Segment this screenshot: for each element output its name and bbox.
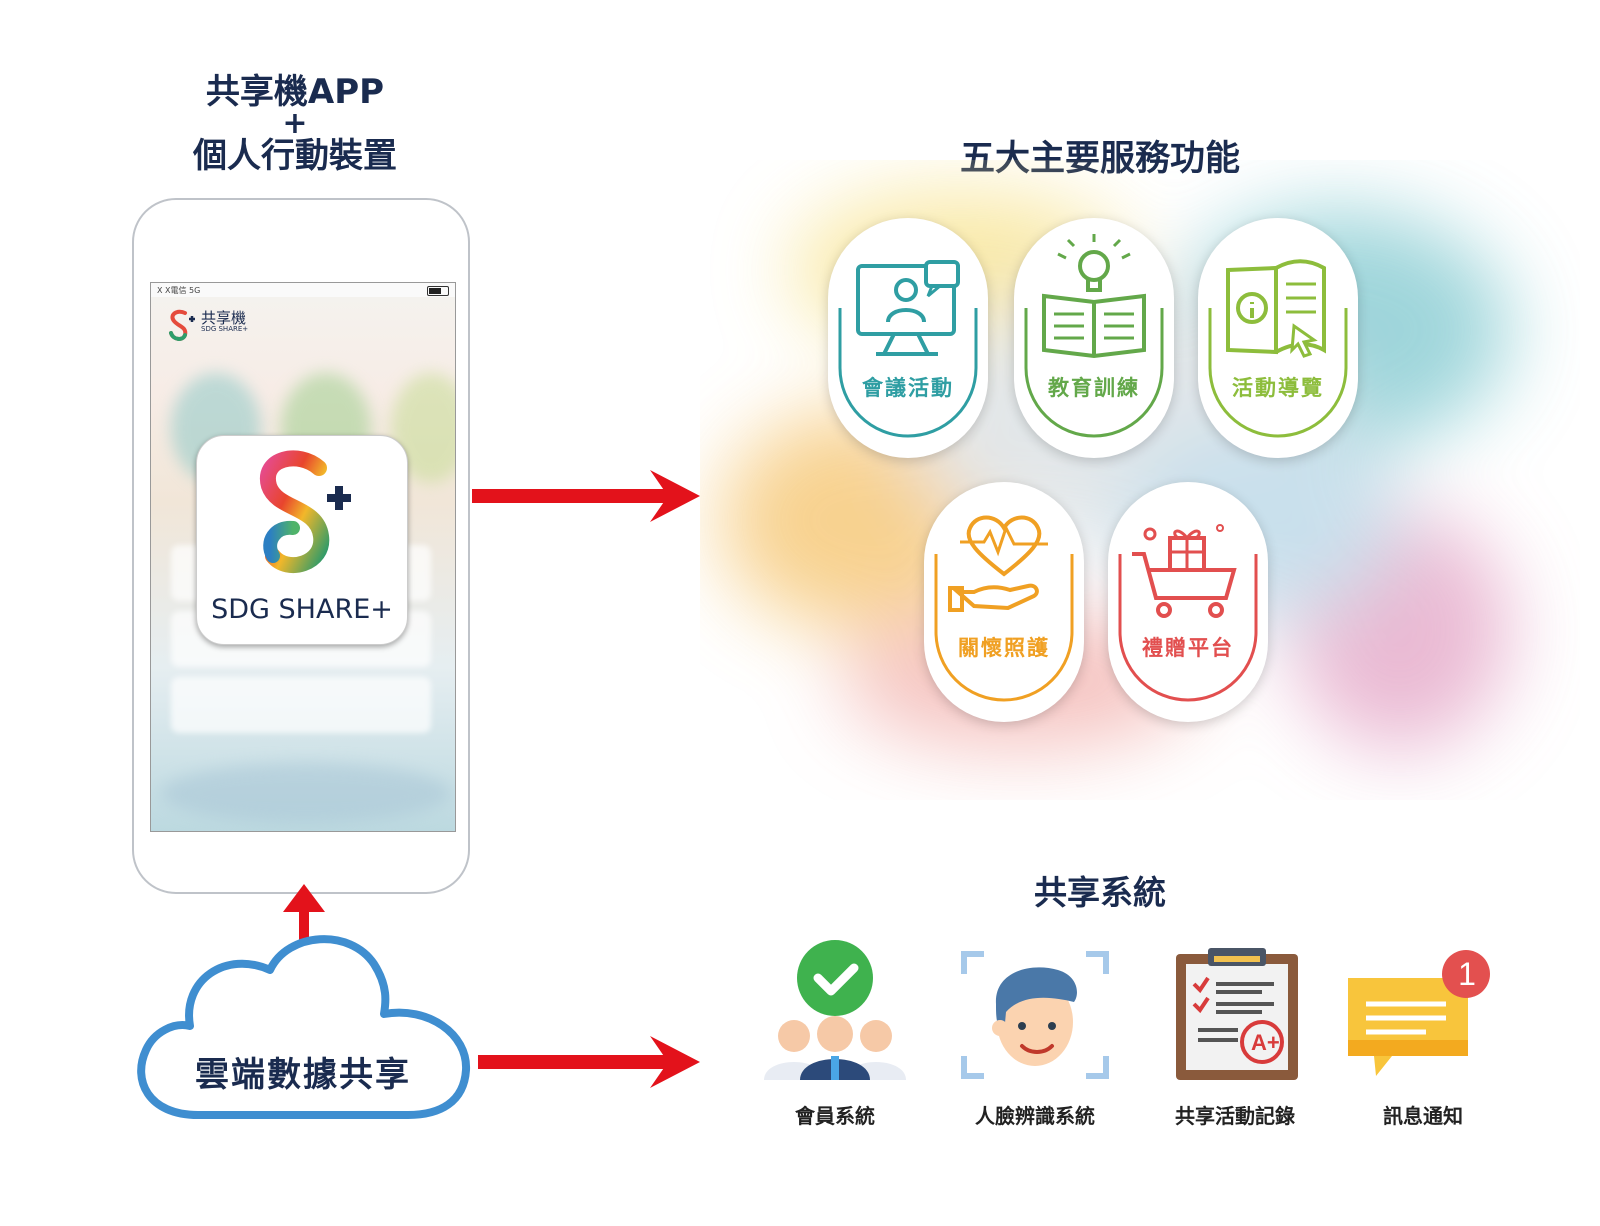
service-label: 活動導覽 xyxy=(1232,376,1324,400)
app-heading-line2: 個人行動裝置 xyxy=(193,136,397,176)
clipboard-record-icon: A+ xyxy=(1176,948,1298,1080)
phone-logo-subtext: SDG SHARE+ xyxy=(201,325,249,333)
app-icon-label: SDG SHARE+ xyxy=(211,594,393,625)
arrow-cloud-to-shared xyxy=(478,1036,700,1088)
app-heading-plus: + xyxy=(282,106,308,141)
blurred-card-3 xyxy=(171,677,431,733)
sdg-share-logo-icon xyxy=(259,450,351,573)
service-label: 會議活動 xyxy=(862,376,954,400)
service-label: 教育訓練 xyxy=(1048,376,1140,400)
face-recognition-icon xyxy=(961,951,1109,1079)
shared-system-label: 訊息通知 xyxy=(1383,1104,1463,1128)
service-gift-icon xyxy=(1118,524,1258,702)
services-heading: 五大主要服務功能 xyxy=(959,139,1240,179)
shared-system-label: 會員系統 xyxy=(795,1104,875,1128)
app-heading: 共享機APP + 個人行動裝置 xyxy=(130,75,460,173)
service-guide-icon xyxy=(1208,259,1348,438)
message-notification-icon xyxy=(1348,950,1490,1076)
service-gift[interactable]: 禮贈平台 xyxy=(1108,482,1268,722)
arrow-app-to-services xyxy=(472,470,700,522)
status-carrier: X X電信 5G xyxy=(157,286,201,295)
service-guide[interactable]: 活動導覽 xyxy=(1198,218,1358,458)
members-check-icon xyxy=(764,940,906,1080)
blurred-tab-bar xyxy=(161,763,451,823)
cloud-label: 雲端數據共享 xyxy=(195,1055,411,1095)
battery-icon xyxy=(427,286,449,296)
service-meeting-icon xyxy=(838,260,978,438)
service-education-icon xyxy=(1024,234,1164,438)
app-heading-line1: 共享機APP xyxy=(205,72,385,112)
service-meeting[interactable]: 會議活動 xyxy=(828,218,988,458)
sdg-logo-small-icon xyxy=(169,309,195,341)
shared-system-label: 人臉辨識系統 xyxy=(975,1104,1095,1128)
cloud-icon xyxy=(137,935,471,1119)
phone-logo-text: 共享機 xyxy=(201,309,247,327)
service-education[interactable]: 教育訓練 xyxy=(1014,218,1174,458)
service-care[interactable]: 關懷照護 xyxy=(924,482,1084,722)
shared-system-label: 共享活動記錄 xyxy=(1175,1104,1295,1128)
sdg-share-app-icon[interactable]: SDG SHARE+ xyxy=(196,435,408,645)
svg-text:A+: A+ xyxy=(1251,1030,1280,1055)
service-label: 禮贈平台 xyxy=(1142,636,1234,660)
notification-badge-count: 1 xyxy=(1458,956,1476,992)
service-label: 關懷照護 xyxy=(958,636,1050,660)
shared-systems-heading: 共享系統 xyxy=(1034,873,1166,912)
service-care-icon xyxy=(934,515,1074,702)
phone-status-bar: X X電信 5G xyxy=(151,283,455,297)
